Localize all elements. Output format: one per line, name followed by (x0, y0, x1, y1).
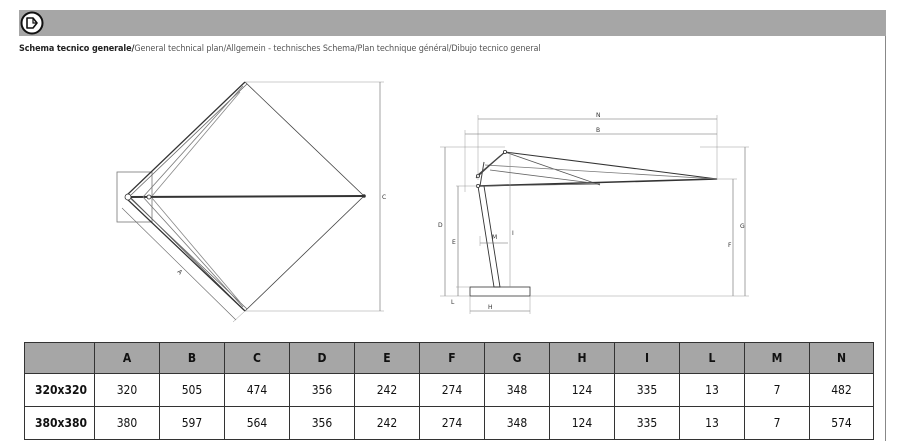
page-subtitle: Schema tecnico generale/General technica… (19, 44, 541, 54)
table-cell: 124 (549, 373, 615, 407)
table-cell: 7 (744, 373, 810, 407)
table-header-cell: H (549, 342, 615, 374)
row-size-label: 380x380 (24, 406, 95, 440)
table-cell: 274 (419, 406, 485, 440)
table-cell: 335 (614, 373, 680, 407)
dim-label-n: N (596, 112, 601, 119)
table-cell: 597 (159, 406, 225, 440)
header-bar (19, 10, 886, 36)
table-cell: 124 (549, 406, 615, 440)
subtitle-primary: Schema tecnico generale/ (19, 44, 135, 54)
table-cell: 13 (679, 373, 745, 407)
dim-label-d: D (438, 222, 443, 229)
dim-label-h: H (488, 304, 493, 311)
table-cell: 242 (354, 373, 420, 407)
table-cell: 320 (94, 373, 160, 407)
table-cell: 505 (159, 373, 225, 407)
frame-border (885, 36, 886, 441)
table-header-cell: B (159, 342, 225, 374)
rotate-corner-logo-icon (20, 11, 44, 35)
technical-drawing: C A (116, 81, 749, 323)
table-header-cell: N (809, 342, 874, 374)
table-header-cell: M (744, 342, 810, 374)
table-header-cell: F (419, 342, 485, 374)
subtitle-translations: General technical plan/Allgemein - techn… (134, 44, 541, 54)
table-row: 380x380 380 597 564 356 242 274 348 124 … (24, 406, 874, 440)
table-cell: 348 (484, 406, 550, 440)
table-cell: 274 (419, 373, 485, 407)
row-size-label: 320x320 (24, 373, 95, 407)
table-cell: 335 (614, 406, 680, 440)
table-header-cell: L (679, 342, 745, 374)
table-header-cell (24, 342, 95, 374)
table-cell: 380 (94, 406, 160, 440)
table-header-row: A B C D E F G H I L M N (24, 342, 874, 374)
table-header-cell: G (484, 342, 550, 374)
dim-label-m: M (492, 234, 497, 241)
table-cell: 356 (289, 406, 355, 440)
table-cell: 574 (809, 406, 874, 440)
top-view-drawing (116, 81, 384, 323)
dim-label-i: I (512, 230, 514, 237)
table-cell: 348 (484, 373, 550, 407)
table-cell: 242 (354, 406, 420, 440)
dim-label-l: L (451, 299, 455, 306)
dimensions-table: A B C D E F G H I L M N 320x320 320 505 … (24, 342, 874, 440)
dim-label-f: F (728, 242, 732, 249)
table-header-cell: D (289, 342, 355, 374)
table-cell: 13 (679, 406, 745, 440)
table-row: 320x320 320 505 474 356 242 274 348 124 … (24, 373, 874, 407)
table-cell: 564 (224, 406, 290, 440)
table-header-cell: E (354, 342, 420, 374)
dim-label-c: C (382, 194, 386, 201)
table-cell: 7 (744, 406, 810, 440)
dim-label-a: A (176, 268, 184, 277)
side-view-drawing (440, 115, 749, 314)
table-cell: 356 (289, 373, 355, 407)
table-header-cell: I (614, 342, 680, 374)
dim-label-e: E (452, 239, 456, 246)
table-cell: 482 (809, 373, 874, 407)
table-header-cell: A (94, 342, 160, 374)
dim-label-b: B (596, 127, 600, 134)
table-cell: 474 (224, 373, 290, 407)
dim-label-g: G (740, 223, 745, 230)
table-header-cell: C (224, 342, 290, 374)
